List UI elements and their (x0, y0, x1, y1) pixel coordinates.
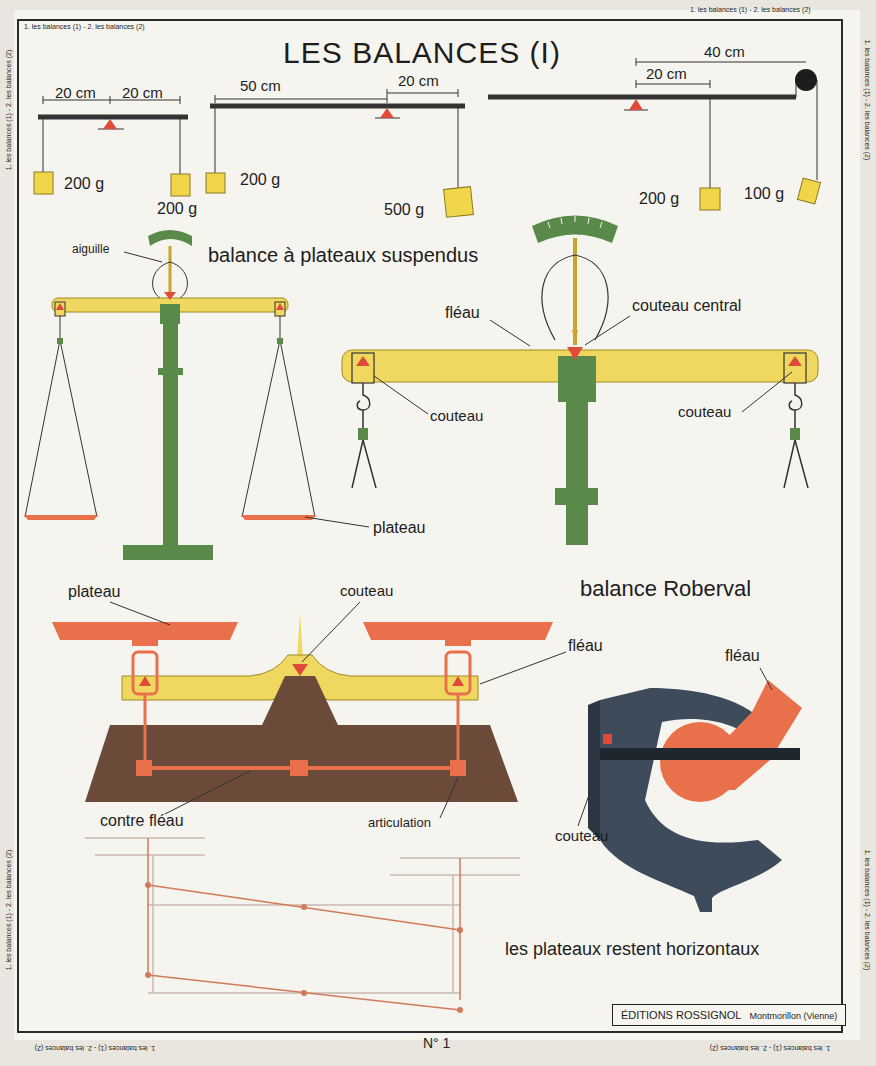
publisher-name: ÉDITIONS ROSSIGNOL (621, 1009, 741, 1021)
mass-label: 500 g (384, 201, 424, 219)
margin-ref: 1. les balances (1) - 2. les balances (2… (690, 6, 811, 14)
margin-ref: 1. les balances (1) - 2. les balances (2… (5, 850, 13, 971)
part-name: articulation (368, 816, 431, 830)
part-name: plateau (373, 519, 426, 537)
margin-ref: 1. les balances (1) - 2. les balances (2… (863, 850, 871, 971)
margin-ref: 1. les balances (1) - 2. les balances (2… (24, 23, 145, 31)
note: les plateaux restent horizontaux (505, 940, 759, 960)
dimension: 20 cm (398, 73, 439, 90)
mass-label: 200 g (639, 190, 679, 208)
plate-number: N° 1 (423, 1036, 450, 1051)
part-name: couteau (430, 408, 483, 425)
publisher-place: Montmorillon (Vienne) (749, 1011, 837, 1021)
dimension: 20 cm (55, 85, 96, 102)
part-name: couteau (555, 828, 608, 845)
dimension: 20 cm (122, 85, 163, 102)
margin-ref: 1. les balances (1) - 2. les balances (2… (710, 1044, 831, 1052)
part-name: fléau (445, 304, 480, 322)
part-name: contre fléau (100, 812, 184, 830)
mass-label: 200 g (157, 200, 197, 218)
part-name: couteau (340, 583, 393, 600)
mass-label: 100 g (744, 185, 784, 203)
mass-label: 200 g (64, 175, 104, 193)
part-name: plateau (68, 583, 121, 601)
section-heading: balance à plateaux suspendus (208, 244, 478, 266)
publisher-box: ÉDITIONS ROSSIGNOL Montmorillon (Vienne) (612, 1004, 846, 1026)
dimension: 20 cm (646, 66, 687, 83)
part-name: couteau central (632, 297, 741, 315)
margin-ref: 1. les balances (1) - 2. les balances (2… (863, 40, 871, 161)
part-name: aiguille (72, 243, 109, 256)
dimension: 40 cm (704, 44, 745, 61)
poster-title: LES BALANCES (I) (283, 36, 561, 69)
margin-ref: 1. les balances (1) - 2. les balances (2… (5, 50, 13, 171)
mass-label: 200 g (240, 171, 280, 189)
part-name: fléau (725, 647, 760, 665)
part-name: couteau (678, 404, 731, 421)
section-heading: balance Roberval (580, 577, 751, 601)
part-name: fléau (568, 637, 603, 655)
dimension: 50 cm (240, 78, 281, 95)
margin-ref: 1. les balances (1) - 2. les balances (2… (35, 1044, 156, 1052)
